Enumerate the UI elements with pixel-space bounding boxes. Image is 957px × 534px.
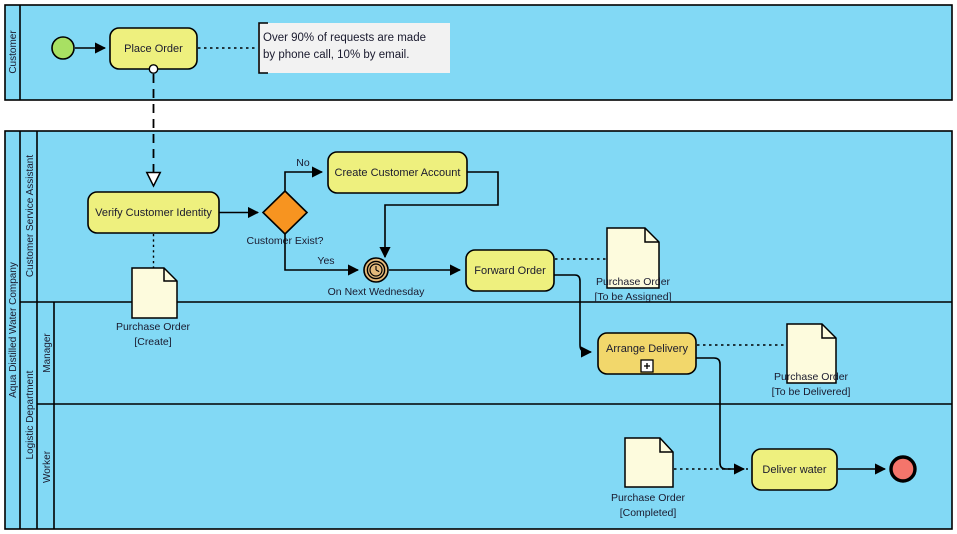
data-object-po-assigned-state: [To be Assigned] <box>594 291 671 303</box>
flow-gateway-no <box>284 166 324 191</box>
task-create-customer-account-label: Create Customer Account <box>335 167 461 179</box>
task-deliver-water-label: Deliver water <box>762 464 827 476</box>
task-place-order[interactable]: Place Order <box>109 27 198 70</box>
task-deliver-water[interactable]: Deliver water <box>751 448 838 491</box>
start-event[interactable] <box>51 36 75 60</box>
task-verify-customer-identity[interactable]: Verify Customer Identity <box>87 191 220 234</box>
boundary-event-icon[interactable] <box>148 64 159 74</box>
data-object-po-delivered-state: [To be Delivered] <box>772 386 851 398</box>
data-object-po-create-state: [Create] <box>134 336 171 348</box>
lane-csa-label: Customer Service Assistant <box>25 155 36 277</box>
task-verify-customer-identity-label: Verify Customer Identity <box>95 207 212 219</box>
data-object-po-assigned-title: Purchase Order <box>596 276 671 288</box>
lane-logistic-department[interactable]: Logistic Department <box>25 302 38 529</box>
flow-label-no: No <box>296 157 310 169</box>
sublane-worker[interactable]: Worker <box>42 450 53 483</box>
sublane-manager[interactable]: Manager <box>37 302 952 529</box>
task-forward-order-label: Forward Order <box>474 265 546 277</box>
flow-forward-order-to-arrange-delivery <box>554 274 593 358</box>
data-object-po-to-be-delivered[interactable]: Purchase Order [To be Delivered] <box>772 323 851 398</box>
sublane-worker-label: Worker <box>42 450 53 483</box>
data-object-po-completed[interactable]: Purchase Order [Completed] <box>611 437 686 519</box>
timer-intermediate-event[interactable]: On Next Wednesday <box>328 257 425 298</box>
task-arrange-delivery-label: Arrange Delivery <box>606 343 688 355</box>
task-place-order-label: Place Order <box>124 43 183 55</box>
data-object-po-create-title: Purchase Order <box>116 321 191 333</box>
data-object-po-delivered-title: Purchase Order <box>774 371 849 383</box>
flow-gateway-yes <box>284 234 360 276</box>
timer-event-label: On Next Wednesday <box>328 286 425 298</box>
flow-label-yes: Yes <box>317 255 334 267</box>
collapsed-subprocess-plus-icon <box>640 359 654 373</box>
sublane-manager-label: Manager <box>42 333 53 373</box>
data-object-po-completed-state: [Completed] <box>620 507 677 519</box>
task-create-customer-account[interactable]: Create Customer Account <box>327 151 468 194</box>
end-event[interactable] <box>889 455 917 483</box>
annotation-phone-email-note[interactable]: Over 90% of requests are made by phone c… <box>258 22 450 74</box>
pool-company-label: Aqua Distilled Water Company <box>8 262 19 398</box>
annotation-line2: by phone call, 10% by email. <box>263 49 409 61</box>
flow-create-account-to-timer <box>379 171 499 259</box>
pool-customer-label: Customer <box>8 30 19 74</box>
data-object-po-create[interactable]: Purchase Order [Create] <box>116 267 191 348</box>
task-arrange-delivery[interactable]: Arrange Delivery <box>597 332 697 375</box>
data-object-po-completed-title: Purchase Order <box>611 492 686 504</box>
data-object-po-to-be-assigned[interactable]: Purchase Order [To be Assigned] <box>594 227 672 303</box>
task-forward-order[interactable]: Forward Order <box>465 249 555 292</box>
annotation-line1: Over 90% of requests are made <box>263 32 426 44</box>
lane-logistic-label: Logistic Department <box>25 370 36 459</box>
